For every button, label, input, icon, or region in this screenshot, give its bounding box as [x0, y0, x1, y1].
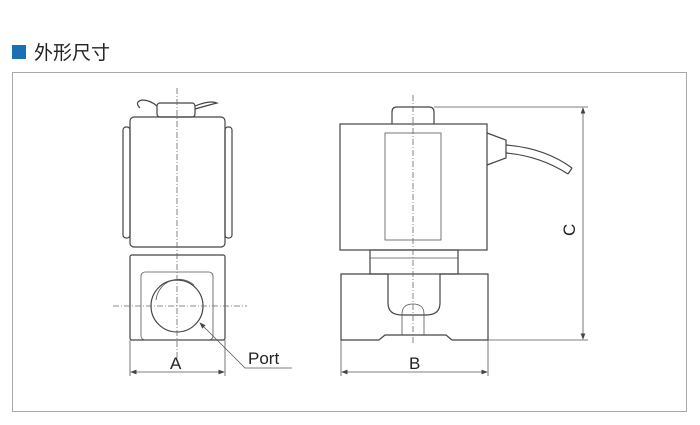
section-header: 外形尺寸 — [12, 38, 110, 65]
neck — [369, 249, 459, 275]
dim-b-label: B — [409, 354, 420, 373]
coil-cap — [156, 102, 196, 118]
section-title: 外形尺寸 — [34, 42, 111, 64]
dim-a-label: A — [170, 354, 182, 373]
front-view — [113, 88, 292, 376]
valve-body — [129, 254, 226, 341]
coil-clip — [136, 99, 219, 110]
coil-bulge-left — [122, 126, 131, 239]
coil-body-side — [339, 123, 488, 251]
cable — [505, 144, 573, 175]
base-body — [340, 273, 489, 341]
port-leader — [199, 322, 292, 369]
connector — [486, 132, 507, 166]
side-view — [339, 95, 588, 376]
port-label: Port — [248, 349, 279, 368]
dim-c-label: C — [560, 224, 579, 236]
diagram-frame — [12, 72, 687, 412]
header-square-icon — [12, 44, 26, 59]
coil-bulge-right — [224, 126, 233, 239]
coil-body — [129, 116, 226, 248]
